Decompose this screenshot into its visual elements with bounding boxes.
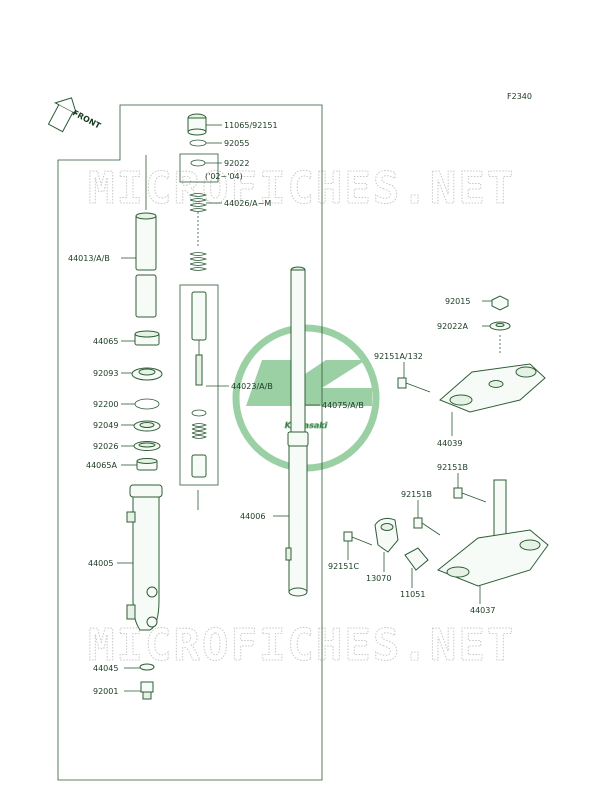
label-92022-note: ('02~'04) [205,172,243,181]
bolt-92151b-2 [413,517,441,536]
figure-code: F2340 [507,92,532,101]
damper-rod-44023 [191,291,208,478]
dust-seal-92049 [133,420,161,432]
spring-44026 [189,193,208,271]
oil-seal-92093 [131,367,163,381]
bolt-92151a [397,377,431,393]
label-44045: 44045 [93,664,118,673]
washer-44045 [139,663,155,671]
nut-92015 [491,295,509,311]
bolt-92151b-1 [453,487,487,503]
group-frame-44023 [179,284,219,486]
assembly-frame [57,104,323,781]
label-92026: 92026 [93,442,118,451]
label-92049: 92049 [93,421,118,430]
watermark-top: MICROFICHES.NET [88,163,515,214]
label-13070: 13070 [366,574,391,583]
label-11051: 11051 [400,590,425,599]
spacer-92026 [133,441,161,451]
label-92151c: 92151C [328,562,359,571]
label-44065: 44065 [93,337,118,346]
label-44006: 44006 [240,512,265,521]
label-92022: 92022 [224,159,249,168]
label-44065a: 44065A [86,461,117,470]
label-44026: 44026/A~M [224,199,271,208]
bushing-44065 [134,330,160,346]
label-11065: 11065/92151 [224,121,278,130]
note-frame-92022 [179,153,219,183]
bushing-44065a [136,458,158,471]
upper-clamp-44039 [439,363,546,413]
front-label: FRONT [71,108,103,131]
watermark-bottom: MICROFICHES.NET [88,620,515,671]
label-92022a: 92022A [437,322,468,331]
label-44075: 44075/A/B [322,401,364,410]
bolt-92001 [140,681,154,700]
plate-11051 [404,547,429,571]
outer-tube-44005 [126,484,163,631]
leader-lines [117,124,492,692]
label-92093: 92093 [93,369,118,378]
steering-stem-44037 [437,479,549,587]
bracket-13070 [374,517,399,553]
label-92151b-2: 92151B [401,490,432,499]
label-92001: 92001 [93,687,118,696]
label-44013: 44013/A/B [68,254,110,263]
washer-92022a [489,321,511,331]
front-arrow-icon [47,97,78,133]
cap-11065 [187,113,207,136]
label-44039: 44039 [437,439,462,448]
label-92151a: 92151A/132 [374,352,423,361]
label-44037: 44037 [470,606,495,615]
label-44023: 44023/A/B [231,382,273,391]
label-92151b-1: 92151B [437,463,468,472]
label-44005: 44005 [88,559,113,568]
circlip-92200 [134,398,160,410]
fork-pipe-44075 [285,266,309,597]
logo-text: Kawasaki [285,421,328,430]
fork-pipe-44013 [135,155,157,318]
label-92015: 92015 [445,297,470,306]
o-ring-92055 [189,139,207,147]
label-92200: 92200 [93,400,118,409]
label-92055: 92055 [224,139,249,148]
